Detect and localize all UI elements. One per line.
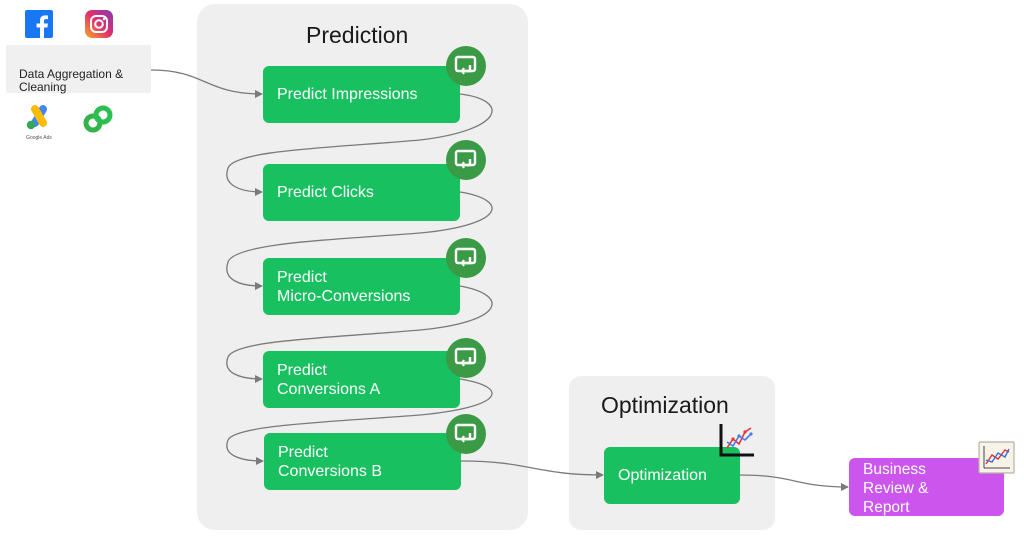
predict-conversions-b-box: Predict Conversions B — [264, 433, 461, 490]
google-ads-icon: Google Ads — [24, 104, 54, 141]
model-icon — [446, 238, 486, 278]
optimization-title: Optimization — [601, 392, 729, 418]
optimization-chart-icon — [718, 422, 756, 458]
google-ads-caption: Google Ads — [26, 135, 52, 141]
instagram-icon — [85, 10, 113, 38]
model-icon — [446, 140, 486, 180]
optimization-box: Optimization — [604, 447, 740, 504]
report-chart-icon — [977, 440, 1017, 476]
model-icon — [446, 46, 486, 86]
predict-impressions-box: Predict Impressions — [263, 66, 460, 123]
model-icon — [446, 338, 486, 378]
data-aggregation-box: Data Aggregation & Cleaning — [6, 45, 151, 94]
facebook-icon — [25, 10, 53, 38]
supermetrics-icon — [82, 104, 114, 134]
predict-conversions-a-box: Predict Conversions A — [263, 351, 460, 408]
predict-micro-conversions-box: Predict Micro-Conversions — [263, 258, 460, 315]
business-report-box: Business Review & Report — [849, 458, 1004, 516]
model-icon — [446, 414, 486, 454]
data-aggregation-label: Data Aggregation & Cleaning — [19, 67, 124, 94]
prediction-title: Prediction — [306, 22, 409, 48]
predict-clicks-box: Predict Clicks — [263, 164, 460, 221]
